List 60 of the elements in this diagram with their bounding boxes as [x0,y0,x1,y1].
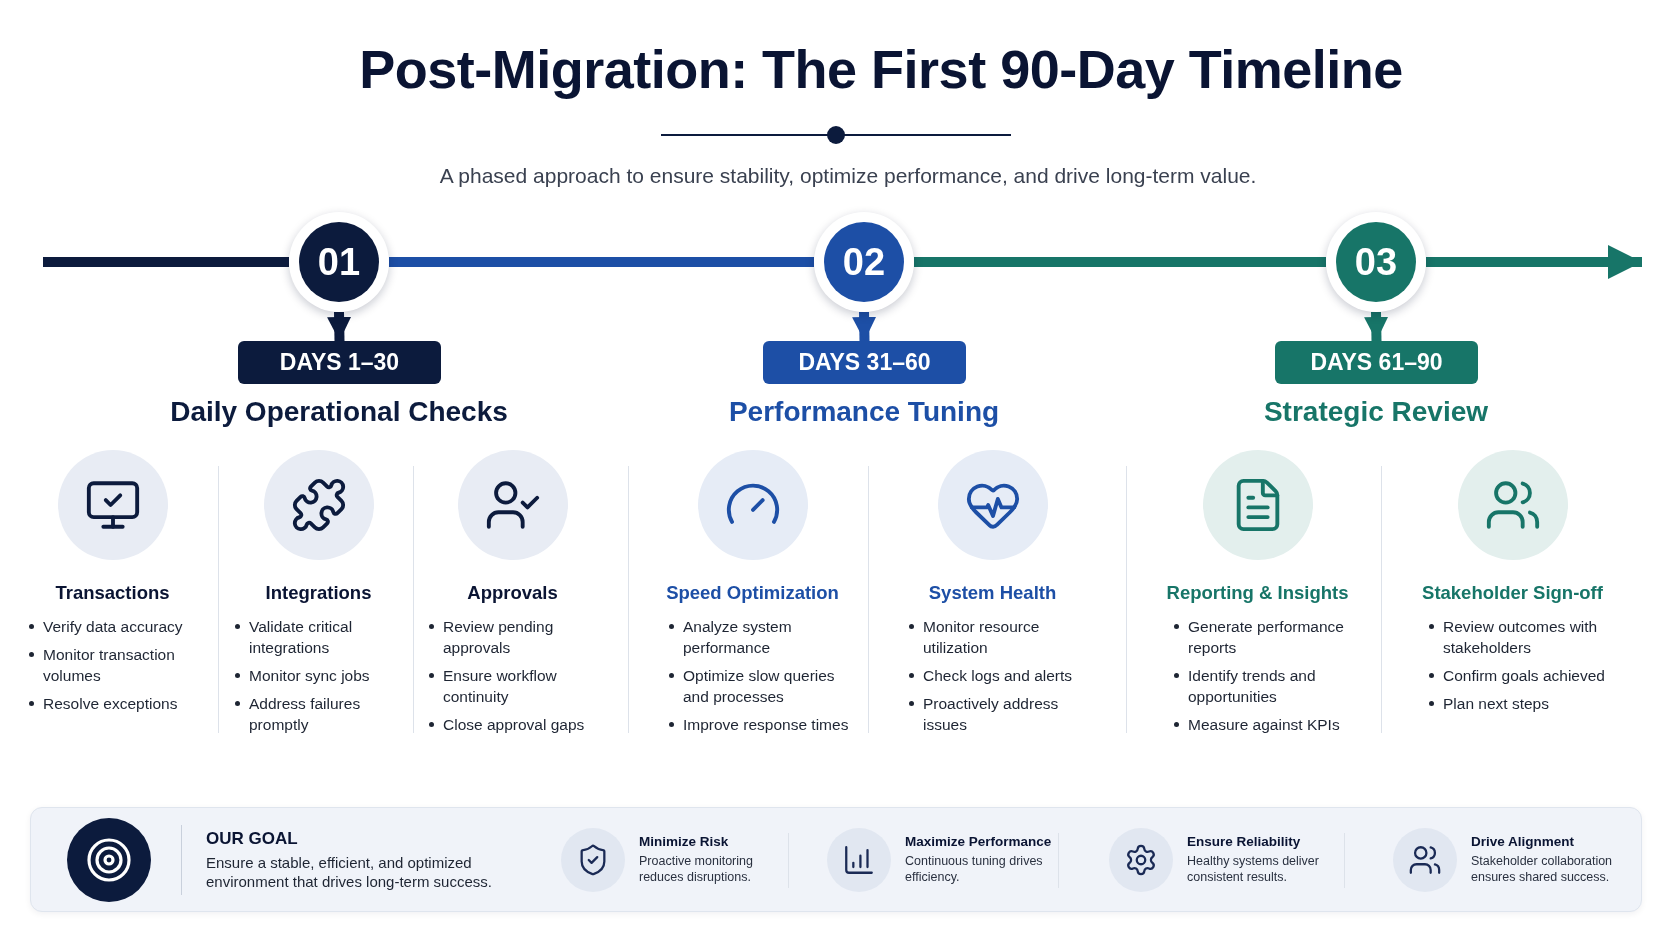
timeline-line [389,257,814,267]
bullet-item: Close approval gaps [443,715,586,735]
pointer-arrow [1364,311,1389,342]
bullet-item: Ensure workflow continuity [443,666,558,707]
day-range-badge: DAYS 31–60 [763,341,966,384]
goal-panel [30,807,1642,912]
bullet-item: Generate performance reports [1188,617,1345,658]
day-range-badge: DAYS 1–30 [238,341,441,384]
bullet-item: Identify trends and opportunities [1188,666,1317,707]
benefit-text: Continuous tuning drives efficiency. [905,853,1044,885]
bullet-item: Review outcomes with stakeholders [1443,617,1599,658]
bullet-item: Address failures promptly [249,694,362,735]
step-marker [814,212,914,312]
benefit-text: Healthy systems deliver consistent results. [1187,853,1320,885]
task-title: Speed Optimization [666,582,839,604]
goal-text: Ensure a stable, efficient, and optimized environment that drives long-term success. [206,852,493,891]
task-title: Reporting & Insights [1166,582,1349,604]
timeline-line [914,257,1326,267]
bullet-item: Proactively address issues [923,694,1060,735]
step-marker [289,212,389,312]
bullet-item: Validate critical integrations [249,617,354,658]
step-marker [1326,212,1426,312]
pointer-arrow [327,311,352,342]
task-title: Stakeholder Sign-off [1422,582,1603,604]
bullet-item: Improve response times [683,715,850,735]
bullet-item: Measure against KPIs [1188,715,1341,735]
day-range-badge: DAYS 61–90 [1275,341,1478,384]
bullet-item: Monitor sync jobs [249,666,371,686]
bullet-item: Confirm goals achieved [1443,666,1606,686]
bullet-item: Analyze system performance [683,617,793,658]
task-title: Approvals [467,582,558,604]
goal-heading: OUR GOAL [206,828,299,849]
timeline-line [1426,245,1642,279]
benefit-title: Maximize Performance [905,834,1052,849]
benefit-title: Drive Alignment [1471,834,1576,849]
bullet-item: Resolve exceptions [43,694,179,714]
task-title: System Health [928,582,1057,604]
bullet-item: Check logs and alerts [923,666,1074,686]
bullet-item: Review pending approvals [443,617,555,658]
bullet-item: Optimize slow queries and processes [683,666,836,707]
benefit-text: Proactive monitoring reduces disruptions. [639,853,754,885]
timeline-line [43,257,289,267]
phase-heading: Performance Tuning [728,396,1000,428]
benefit-text: Stakeholder collaboration ensures shared success. [1471,853,1614,885]
phase-heading: Daily Operational Checks [170,396,508,428]
task-title: Transactions [55,582,170,604]
subtitle: A phased approach to ensure stability, optimize performance, and drive long-term value. [439,164,1257,188]
phase-heading: Strategic Review [1263,396,1489,428]
bullet-item: Monitor transaction volumes [43,645,176,686]
step-number: 02 [824,222,904,302]
pointer-arrow [852,311,877,342]
step-number: 01 [299,222,379,302]
bullet-item: Monitor resource utilization [923,617,1041,658]
benefit-title: Ensure Reliability [1187,834,1302,849]
bullet-item: Plan next steps [1443,694,1550,714]
bullet-item: Verify data accuracy [43,617,184,637]
step-number: 03 [1336,222,1416,302]
benefit-title: Minimize Risk [639,834,730,849]
task-title: Integrations [265,582,372,604]
page-title: Post-Migration: The First 90-Day Timeline [359,38,1403,100]
